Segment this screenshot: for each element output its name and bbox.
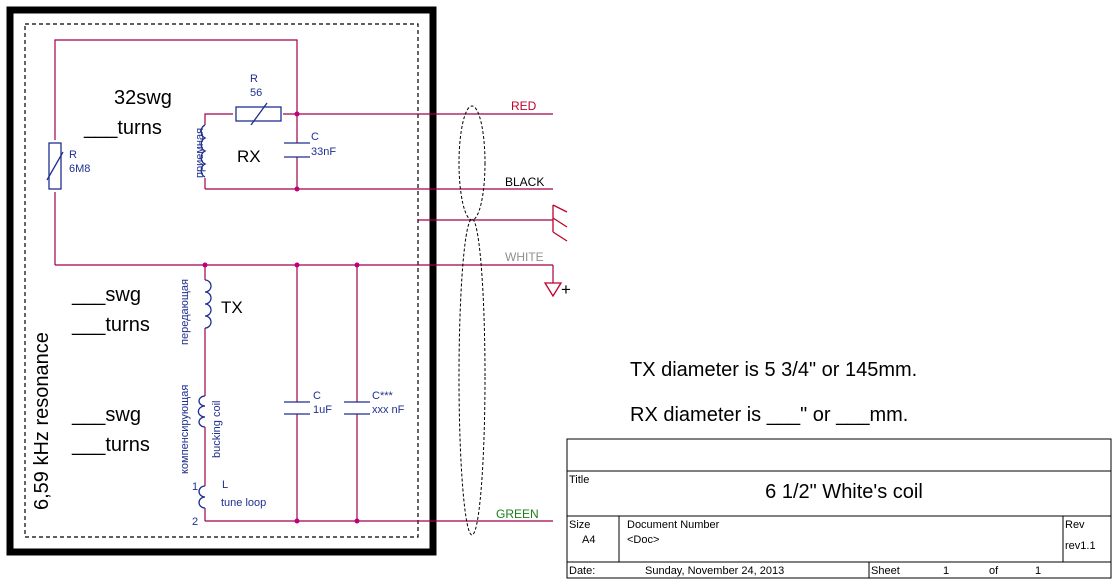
title-block-sheet-label: Sheet xyxy=(871,565,900,577)
title-block-sheet: 1 xyxy=(943,565,949,577)
title-block-date: Sunday, November 24, 2013 xyxy=(645,565,784,577)
cable-bundle-lower xyxy=(458,218,486,536)
bucking-swg-note: ___swg xyxy=(71,404,141,426)
junction-dot xyxy=(354,262,360,268)
title-block-rev: rev1.1 xyxy=(1065,540,1096,552)
title-block-size: A4 xyxy=(582,534,595,546)
capacitor-33nf-ref: C xyxy=(311,131,319,143)
resistor-6m8-value: 6M8 xyxy=(69,163,90,175)
tx-coil-inductor xyxy=(204,279,212,329)
cable-red-label: RED xyxy=(511,99,537,113)
bucking-coil-inductor xyxy=(197,395,206,428)
capacitor-33nf-value: 33nF xyxy=(311,146,336,158)
resonance-note: 6,59 kHz resonance xyxy=(31,332,53,510)
chassis-ground-icon xyxy=(552,204,568,242)
title-block xyxy=(566,438,1112,579)
cable-white-label: WHITE xyxy=(505,250,544,264)
tx-turns-note: ___turns xyxy=(71,314,150,336)
tune-loop-pin2: 2 xyxy=(192,516,198,528)
junction-dot xyxy=(294,186,300,192)
junction-dot xyxy=(354,518,360,524)
rx-turns-note: ___turns xyxy=(83,117,162,139)
rx-diameter-note: RX diameter is ___" or ___mm. xyxy=(630,404,908,426)
cable-green-label: GREEN xyxy=(496,507,539,521)
top-loop-wires xyxy=(54,39,298,265)
resistor-6m8-ref: R xyxy=(69,149,77,161)
title-block-of: 1 xyxy=(1035,565,1041,577)
bucking-turns-note: ___turns xyxy=(71,434,150,456)
tune-loop-ref: L xyxy=(222,479,228,491)
capacitor-xxx-value: xxx nF xyxy=(372,404,405,416)
title-block-title-label: Title xyxy=(569,474,589,486)
resistor-56-ref: R xyxy=(250,73,258,85)
junction-dot xyxy=(294,262,300,268)
title-block-docnum: <Doc> xyxy=(627,534,659,546)
junction-dot xyxy=(294,111,300,117)
resistor-56-value: 56 xyxy=(250,87,262,99)
title-block-rev-label: Rev xyxy=(1065,519,1085,531)
resistor-6m8 xyxy=(46,142,64,190)
junction-dot xyxy=(294,518,300,524)
capacitor-1uf-ref: C xyxy=(313,390,321,402)
title-block-of-label: of xyxy=(989,565,999,577)
title-block-date-label: Date: xyxy=(569,565,595,577)
bucking-coil-label: bucking coil xyxy=(211,401,223,458)
tune-loop-label: tune loop xyxy=(221,497,266,509)
cable-bundle-upper xyxy=(458,105,486,221)
cable-black-label: BLACK xyxy=(505,175,544,189)
tune-loop-inductor xyxy=(198,485,206,509)
rx-swg-note: 32swg xyxy=(114,87,172,109)
capacitor-xxx-ref: C*** xyxy=(372,390,394,402)
title-block-title: 6 1/2" White's coil xyxy=(765,481,923,503)
title-block-size-label: Size xyxy=(569,519,590,531)
resistor-56 xyxy=(235,102,282,126)
rx-coil-inductor xyxy=(200,124,207,178)
coil-shield-dashed xyxy=(24,23,419,538)
capacitor-xxx xyxy=(344,401,370,415)
rx-coil-label: RX xyxy=(237,147,261,166)
capacitor-33nf xyxy=(284,142,310,158)
bucking-coil-russian-label: компенсирующая xyxy=(179,385,191,474)
tx-diameter-note: TX diameter is 5 3/4" or 145mm. xyxy=(630,359,917,381)
title-block-docnum-label: Document Number xyxy=(627,519,720,531)
tx-coil-russian-label: передающая xyxy=(179,279,191,345)
capacitor-1uf xyxy=(284,401,310,415)
coil-frame xyxy=(6,6,437,556)
tune-loop-pin1: 1 xyxy=(192,481,198,493)
tx-swg-note: ___swg xyxy=(71,284,141,306)
plus-terminal-label: + xyxy=(561,280,571,299)
capacitor-1uf-value: 1uF xyxy=(313,404,332,416)
junction-dot xyxy=(202,262,208,268)
white-ground-icon xyxy=(543,282,563,298)
rx-wires xyxy=(204,113,553,190)
tx-wires xyxy=(55,264,554,522)
rx-coil-russian-label: приемная xyxy=(194,128,206,178)
tx-coil-label: TX xyxy=(221,298,243,317)
